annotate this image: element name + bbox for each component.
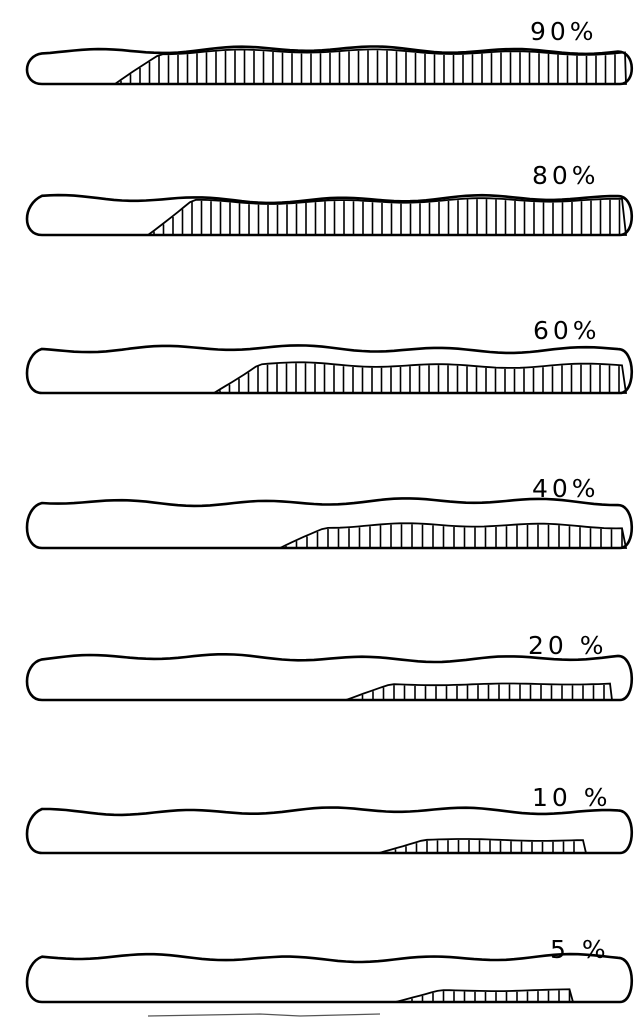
elongated-body xyxy=(27,654,632,700)
panel-label: 90% xyxy=(530,17,598,46)
panel-label: 10 % xyxy=(532,783,612,812)
hatch-lines xyxy=(352,685,604,700)
panel-40-percent: 40% xyxy=(27,474,632,548)
panel-80-percent: 80% xyxy=(27,161,632,235)
bottom-scan-line xyxy=(148,1014,380,1016)
elongated-body xyxy=(27,498,632,548)
panel-90-percent: 90% xyxy=(27,17,632,84)
hatched-fill-region xyxy=(280,523,626,548)
hatched-fill-region xyxy=(115,49,626,84)
elongated-body xyxy=(27,808,632,854)
panel-label: 60% xyxy=(533,316,601,345)
body-outline xyxy=(27,808,632,854)
panel-5-percent: 5 % xyxy=(27,935,632,1002)
hatch-lines xyxy=(121,50,615,83)
panel-10-percent: 10 % xyxy=(27,783,632,853)
body-outline xyxy=(27,954,632,1002)
elongated-body xyxy=(27,195,632,235)
body-outline xyxy=(27,345,632,393)
elongated-body xyxy=(27,954,632,1002)
hatch-lines xyxy=(385,840,574,852)
panel-label: 20 % xyxy=(528,631,608,660)
panel-label: 5 % xyxy=(550,935,610,964)
hatch-lines xyxy=(154,199,620,234)
panel-20-percent: 20 % xyxy=(27,631,632,700)
panel-label: 80% xyxy=(532,161,600,190)
hatch-lines xyxy=(402,990,570,1001)
elongated-body xyxy=(27,345,632,393)
hatch-lines xyxy=(220,363,619,392)
hatched-fill-region xyxy=(379,839,586,853)
elongated-body xyxy=(27,47,632,85)
panel-60-percent: 60% xyxy=(27,316,632,393)
